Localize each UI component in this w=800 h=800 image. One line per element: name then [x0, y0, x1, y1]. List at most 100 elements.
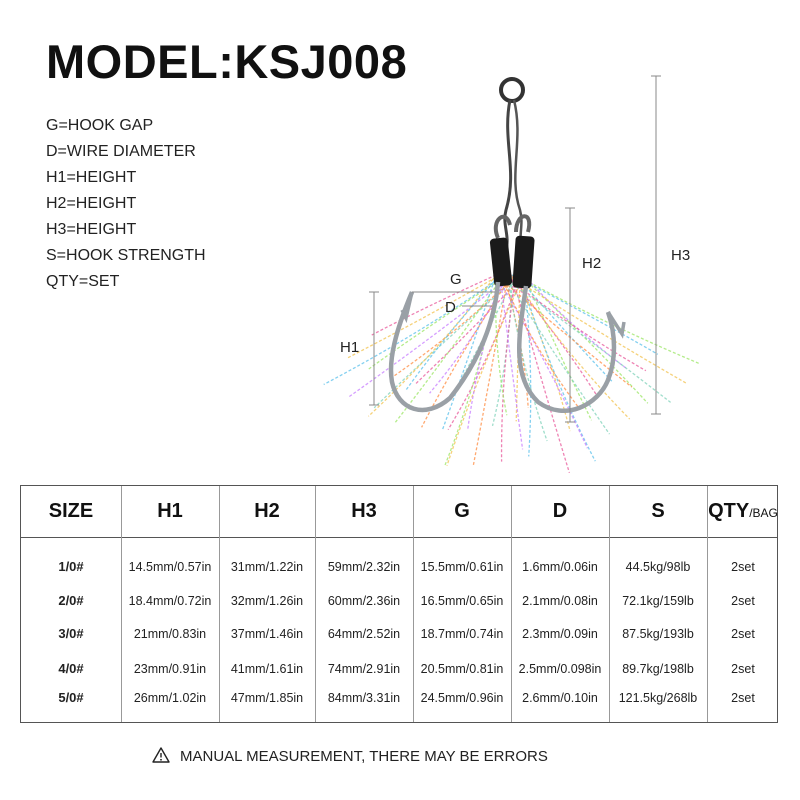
column-divider	[609, 486, 610, 722]
cell-h2: 41mm/1.61in	[230, 662, 304, 676]
legend-item-h3: H3=HEIGHT	[46, 221, 137, 238]
legend-item-h2: H2=HEIGHT	[46, 195, 137, 212]
legend-item-g: G=HOOK GAP	[46, 117, 154, 134]
cell-qty: 2set	[731, 627, 755, 641]
skirt-strand	[323, 274, 505, 386]
legend-item-d: D=WIRE DIAMETER	[46, 143, 196, 160]
cell-h3: 60mm/2.36in	[327, 594, 401, 608]
legend-item-qty: QTY=SET	[46, 273, 120, 290]
thread-wrap-right	[512, 235, 535, 289]
measurement-notice: MANUAL MEASUREMENT, THERE MAY BE ERRORS	[152, 744, 548, 770]
cell-qty: 2set	[731, 691, 755, 705]
skirt-strand	[523, 274, 628, 370]
cell-d: 2.1mm/0.08in	[522, 594, 598, 608]
header-h2: H2	[254, 500, 280, 522]
cell-h3: 59mm/2.32in	[327, 560, 401, 574]
cell-h1: 18.4mm/0.72in	[128, 594, 212, 608]
header-h3: H3	[351, 500, 377, 522]
column-divider	[511, 486, 512, 722]
legend-item-s: S=HOOK STRENGTH	[46, 247, 206, 264]
cell-g: 15.5mm/0.61in	[420, 560, 504, 574]
skirt-strand	[367, 274, 497, 417]
skirt-strand	[368, 274, 509, 370]
cell-s: 72.1kg/159lb	[622, 594, 694, 608]
skirt-strand	[499, 274, 671, 403]
cell-s: 121.5kg/268lb	[618, 691, 698, 705]
cell-h3: 84mm/3.31in	[327, 691, 401, 705]
header-qty: QTY/BAG	[707, 486, 779, 537]
model-title: MODEL:KSJ008	[46, 35, 408, 88]
skirt-strand	[370, 274, 497, 336]
header-h1: H1	[157, 500, 183, 522]
skirt-strand	[499, 274, 580, 409]
feather-skirt	[323, 274, 699, 473]
cell-h1: 26mm/1.02in	[133, 691, 207, 705]
hook-eye-right	[514, 214, 532, 233]
thread-wrap-left	[489, 237, 513, 287]
cell-d: 1.6mm/0.06in	[522, 560, 598, 574]
skirt-strand	[507, 274, 687, 384]
column-divider	[707, 486, 708, 722]
hook-right	[517, 285, 617, 414]
skirt-strand	[503, 274, 611, 435]
hook-eye-left	[493, 214, 512, 239]
hook-left	[388, 281, 501, 413]
cell-s: 87.5kg/193lb	[622, 627, 694, 641]
g-label: G	[450, 271, 462, 288]
h1-label: H1	[340, 339, 359, 356]
cell-size: 1/0#	[58, 559, 84, 574]
header-s: S	[651, 500, 665, 522]
hook-right-point	[606, 311, 626, 339]
cell-size: 4/0#	[58, 661, 84, 676]
skirt-strand	[446, 274, 525, 466]
cell-s: 89.7kg/198lb	[622, 662, 694, 676]
d-label: D	[445, 299, 456, 316]
cell-h1: 14.5mm/0.57in	[128, 560, 212, 574]
skirt-strand	[421, 274, 513, 428]
skirt-strand	[519, 274, 649, 404]
cell-qty: 2set	[731, 594, 755, 608]
eye-ring	[499, 77, 525, 103]
hook-diagram: H1 G D H2 H3	[323, 75, 699, 473]
legend-list: G=HOOK GAP D=WIRE DIAMETER H1=HEIGHT H2=…	[46, 113, 206, 295]
assist-line	[503, 99, 513, 251]
h3-label: H3	[671, 247, 690, 264]
cell-d: 2.6mm/0.10in	[522, 691, 598, 705]
column-divider	[121, 486, 122, 722]
legend-item-h1: H1=HEIGHT	[46, 169, 137, 186]
cell-h2: 37mm/1.46in	[230, 627, 304, 641]
skirt-strand	[348, 274, 513, 398]
header-size: SIZE	[48, 500, 94, 522]
cell-g: 24.5mm/0.96in	[420, 691, 504, 705]
column-divider	[219, 486, 220, 722]
cell-qty: 2set	[731, 662, 755, 676]
cell-h3: 64mm/2.52in	[327, 627, 401, 641]
skirt-strand	[447, 274, 521, 431]
header-d: D	[552, 500, 568, 522]
cell-d: 2.5mm/0.098in	[518, 662, 602, 676]
skirt-strand	[515, 274, 699, 364]
skirt-strand	[519, 274, 596, 462]
skirt-strand	[391, 274, 517, 379]
cell-d: 2.3mm/0.09in	[522, 627, 598, 641]
skirt-strand	[495, 274, 588, 449]
cell-g: 16.5mm/0.65in	[420, 594, 504, 608]
cell-h2: 32mm/1.26in	[230, 594, 304, 608]
cell-g: 20.5mm/0.81in	[420, 662, 504, 676]
cell-size: 3/0#	[58, 626, 84, 641]
column-divider	[413, 486, 414, 722]
skirt-strand	[500, 274, 517, 462]
header-qty-suffix: /BAG	[749, 506, 778, 520]
assist-line-2	[512, 99, 524, 251]
cell-s: 44.5kg/98lb	[625, 560, 691, 574]
hook-left-point	[400, 291, 414, 324]
notice-text: MANUAL MEASUREMENT, THERE MAY BE ERRORS	[180, 748, 548, 765]
cell-size: 5/0#	[58, 690, 84, 705]
